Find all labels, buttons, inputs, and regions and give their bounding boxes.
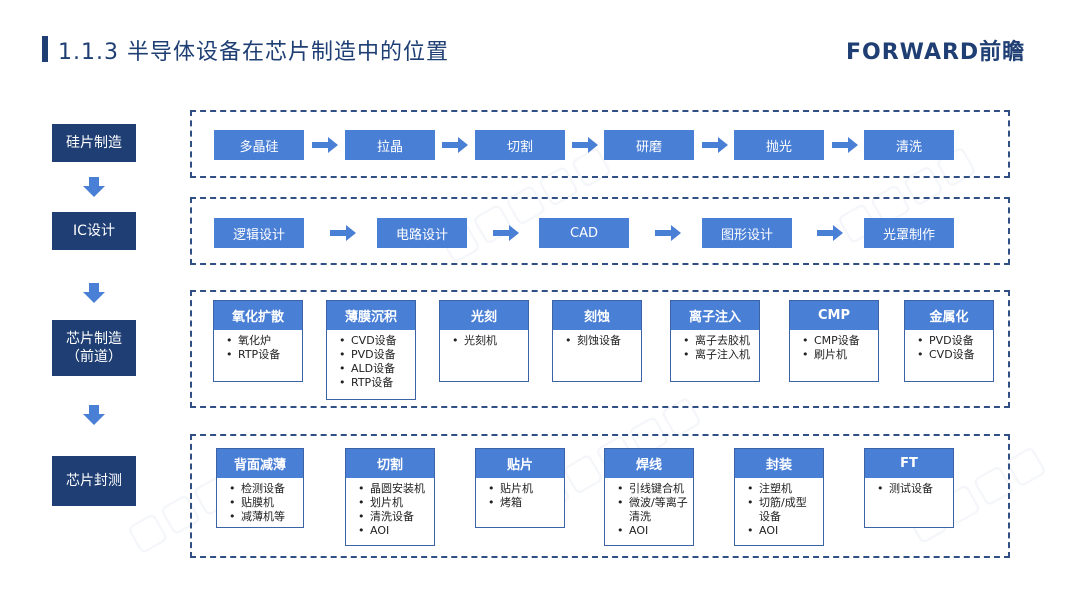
process-card-cmp: CMP CMP设备 刷片机	[789, 300, 879, 382]
flow-step-crystal-pull: 拉晶	[345, 130, 435, 160]
equipment-item: 清洗设备	[358, 510, 430, 524]
wafer-flow-frame	[190, 110, 1010, 178]
process-card-deposition: 薄膜沉积 CVD设备 PVD设备 ALD设备 RTP设备	[326, 300, 416, 400]
process-card-dicing: 切割 晶圆安装机 划片机 清洗设备 AOI	[345, 448, 435, 546]
card-title: 光刻	[440, 301, 528, 330]
card-title: 刻蚀	[553, 301, 641, 330]
process-card-etching: 刻蚀 刻蚀设备	[552, 300, 642, 382]
flow-step-layout-design: 图形设计	[702, 218, 792, 248]
equipment-item: 划片机	[358, 496, 430, 510]
card-title: 背面减薄	[217, 449, 303, 478]
flow-step-polysilicon: 多晶硅	[214, 130, 304, 160]
card-title: 切割	[346, 449, 434, 478]
equipment-item: AOI	[617, 524, 689, 538]
card-title: 贴片	[476, 449, 564, 478]
process-card-metallization: 金属化 PVD设备 CVD设备	[904, 300, 994, 382]
card-title: 金属化	[905, 301, 993, 330]
flow-step-polishing: 抛光	[734, 130, 824, 160]
right-arrow-icon	[702, 137, 728, 153]
stage-label-back-end: 芯片封测	[52, 456, 136, 506]
process-card-final-test: FT 测试设备	[864, 448, 954, 528]
equipment-item: 测试设备	[877, 482, 949, 496]
equipment-item: CVD设备	[917, 348, 989, 362]
equipment-item: 晶圆安装机	[358, 482, 430, 496]
equipment-item: 光刻机	[452, 334, 524, 348]
process-card-ion-implant: 离子注入 离子去胶机 离子注入机	[670, 300, 760, 382]
equipment-item: 烤箱	[488, 496, 560, 510]
stage-label-front-end: 芯片制造 （前道）	[52, 320, 136, 376]
front-end-frame	[190, 290, 1010, 408]
equipment-item: 减薄机等	[229, 510, 299, 524]
equipment-item: 刻蚀设备	[565, 334, 637, 348]
right-arrow-icon	[312, 137, 338, 153]
flow-step-cleaning: 清洗	[864, 130, 954, 160]
card-title: 氧化扩散	[214, 301, 302, 330]
equipment-item: 检测设备	[229, 482, 299, 496]
equipment-item: 切筋/成型 设备	[747, 496, 819, 524]
flow-step-grinding: 研磨	[604, 130, 694, 160]
ic-design-frame	[190, 197, 1010, 265]
card-title: 薄膜沉积	[327, 301, 415, 330]
right-arrow-icon	[330, 225, 356, 241]
process-card-packaging: 封装 注塑机 切筋/成型 设备 AOI	[734, 448, 824, 546]
equipment-item: 引线键合机	[617, 482, 689, 496]
process-card-lithography: 光刻 光刻机	[439, 300, 529, 382]
equipment-item: 刷片机	[802, 348, 874, 362]
page-title: 1.1.3 半导体设备在芯片制造中的位置	[58, 40, 449, 65]
process-card-backgrinding: 背面减薄 检测设备 贴膜机 减薄机等	[216, 448, 304, 528]
flow-step-circuit-design: 电路设计	[377, 218, 467, 248]
down-arrow-icon	[83, 177, 105, 197]
equipment-item: RTP设备	[339, 376, 411, 390]
down-arrow-icon	[83, 283, 105, 303]
card-title: 离子注入	[671, 301, 759, 330]
equipment-item: 贴膜机	[229, 496, 299, 510]
brand-logo: FORWARD前瞻	[846, 40, 1026, 65]
equipment-item: CVD设备	[339, 334, 411, 348]
equipment-item: 离子注入机	[683, 348, 755, 362]
back-end-frame	[190, 434, 1010, 558]
equipment-item: 贴片机	[488, 482, 560, 496]
equipment-item: 微波/等离子 清洗	[617, 496, 689, 524]
down-arrow-icon	[83, 405, 105, 425]
title-accent-bar	[42, 36, 48, 62]
process-card-wire-bonding: 焊线 引线键合机 微波/等离子 清洗 AOI	[604, 448, 694, 546]
stage-label-ic-design: IC设计	[52, 212, 136, 250]
equipment-item: PVD设备	[917, 334, 989, 348]
stage-label-wafer: 硅片制造	[52, 124, 136, 162]
card-title: CMP	[790, 301, 878, 330]
card-title: 焊线	[605, 449, 693, 478]
equipment-item: RTP设备	[226, 348, 298, 362]
flow-step-cad: CAD	[539, 218, 629, 248]
process-card-die-attach: 贴片 贴片机 烤箱	[475, 448, 565, 528]
card-title: 封装	[735, 449, 823, 478]
right-arrow-icon	[442, 137, 468, 153]
right-arrow-icon	[817, 225, 843, 241]
equipment-item: AOI	[747, 524, 819, 538]
equipment-item: 氧化炉	[226, 334, 298, 348]
flow-step-mask-making: 光罩制作	[864, 218, 954, 248]
equipment-item: CMP设备	[802, 334, 874, 348]
right-arrow-icon	[832, 137, 858, 153]
right-arrow-icon	[572, 137, 598, 153]
right-arrow-icon	[493, 225, 519, 241]
equipment-item: ALD设备	[339, 362, 411, 376]
equipment-item: 离子去胶机	[683, 334, 755, 348]
flow-step-slicing: 切割	[475, 130, 565, 160]
flow-step-logic-design: 逻辑设计	[214, 218, 304, 248]
equipment-item: PVD设备	[339, 348, 411, 362]
right-arrow-icon	[655, 225, 681, 241]
card-title: FT	[865, 449, 953, 478]
process-card-oxidation: 氧化扩散 氧化炉 RTP设备	[213, 300, 303, 382]
equipment-item: AOI	[358, 524, 430, 538]
equipment-item: 注塑机	[747, 482, 819, 496]
